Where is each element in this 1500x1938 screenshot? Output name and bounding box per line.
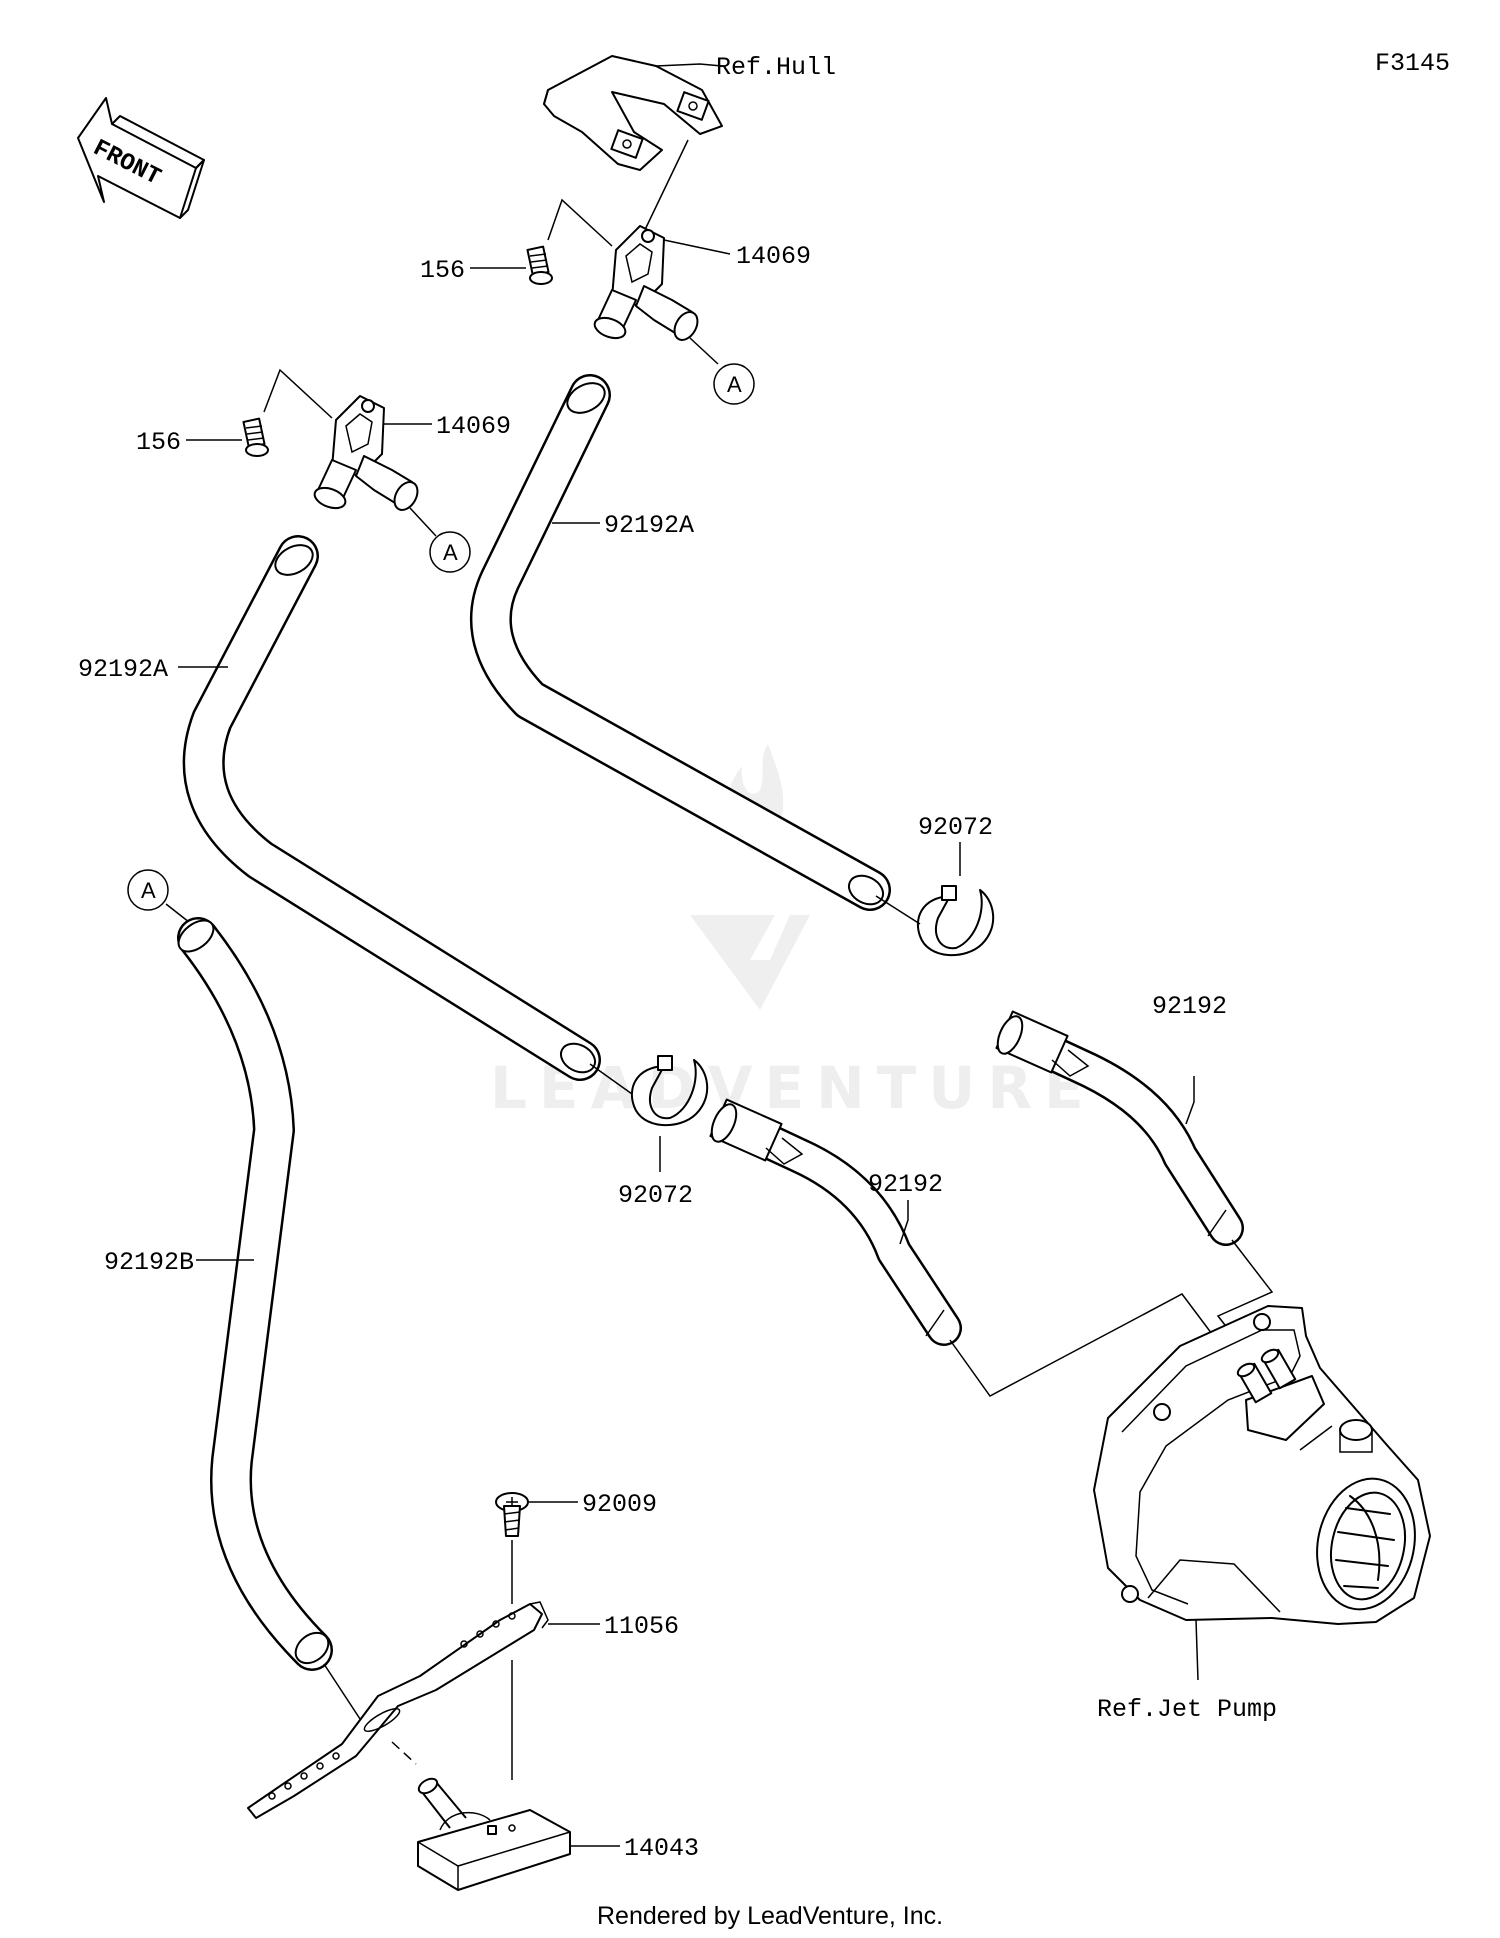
fitting-upper: 14069 <box>593 225 811 341</box>
label-11056: 11056 <box>604 1612 679 1641</box>
label-92009: 92009 <box>582 1490 657 1519</box>
label-156-upper: 156 <box>420 256 465 285</box>
jet-pump-ref-label: Ref.Jet Pump <box>1097 1695 1277 1724</box>
jet-pump: Ref.Jet Pump <box>1093 1305 1431 1724</box>
label-92072-upper: 92072 <box>918 813 993 842</box>
label-92192a-right: 92192A <box>604 511 694 540</box>
hull-bracket: Ref.Hull <box>543 53 836 171</box>
label-92072-lower: 92072 <box>618 1181 693 1210</box>
bracket-11056: 11056 <box>247 1601 679 1819</box>
strainer-14043: 14043 <box>417 1777 699 1891</box>
label-92192-lower: 92192 <box>868 1170 943 1199</box>
bolt-upper: 156 <box>420 198 613 285</box>
label-92192a-left: 92192A <box>78 655 168 684</box>
ref-a-lower: A <box>429 531 471 573</box>
figure-number: F3145 <box>1375 49 1450 78</box>
front-arrow: FRONT <box>77 97 205 219</box>
ref-a-upper-text: A <box>727 372 742 397</box>
hose-92192a-right: 92192A <box>469 374 891 911</box>
hose-92192a-left: 92192A <box>78 535 601 1081</box>
label-14069-lower: 14069 <box>436 412 511 441</box>
footer-text: Rendered by LeadVenture, Inc. <box>597 1902 943 1930</box>
hose-92192b: 92192B <box>104 917 333 1671</box>
label-156-lower: 156 <box>136 428 181 457</box>
hose-92192-lower: 92192 <box>709 1098 962 1346</box>
ref-a-lower-text: A <box>443 540 458 565</box>
hull-ref-label: Ref.Hull <box>716 53 836 82</box>
ref-a-upper: A <box>713 363 755 405</box>
label-14069-upper: 14069 <box>736 242 811 271</box>
clamp-92072-upper: 92072 <box>875 813 995 957</box>
bolt-lower: 156 <box>136 368 333 457</box>
clamp-92072-lower: 92072 <box>589 1055 709 1210</box>
hose-92192-upper: 92192 <box>995 992 1244 1246</box>
ref-a-bottom-text: A <box>141 878 156 903</box>
label-92192b: 92192B <box>104 1248 194 1277</box>
screw-92009: 92009 <box>495 1490 657 1537</box>
label-14043: 14043 <box>624 1834 699 1863</box>
ref-a-bottom: A <box>127 869 169 911</box>
watermark-v-icon <box>690 915 810 1010</box>
fitting-lower: 14069 <box>313 395 511 511</box>
label-92192-upper: 92192 <box>1152 992 1227 1021</box>
